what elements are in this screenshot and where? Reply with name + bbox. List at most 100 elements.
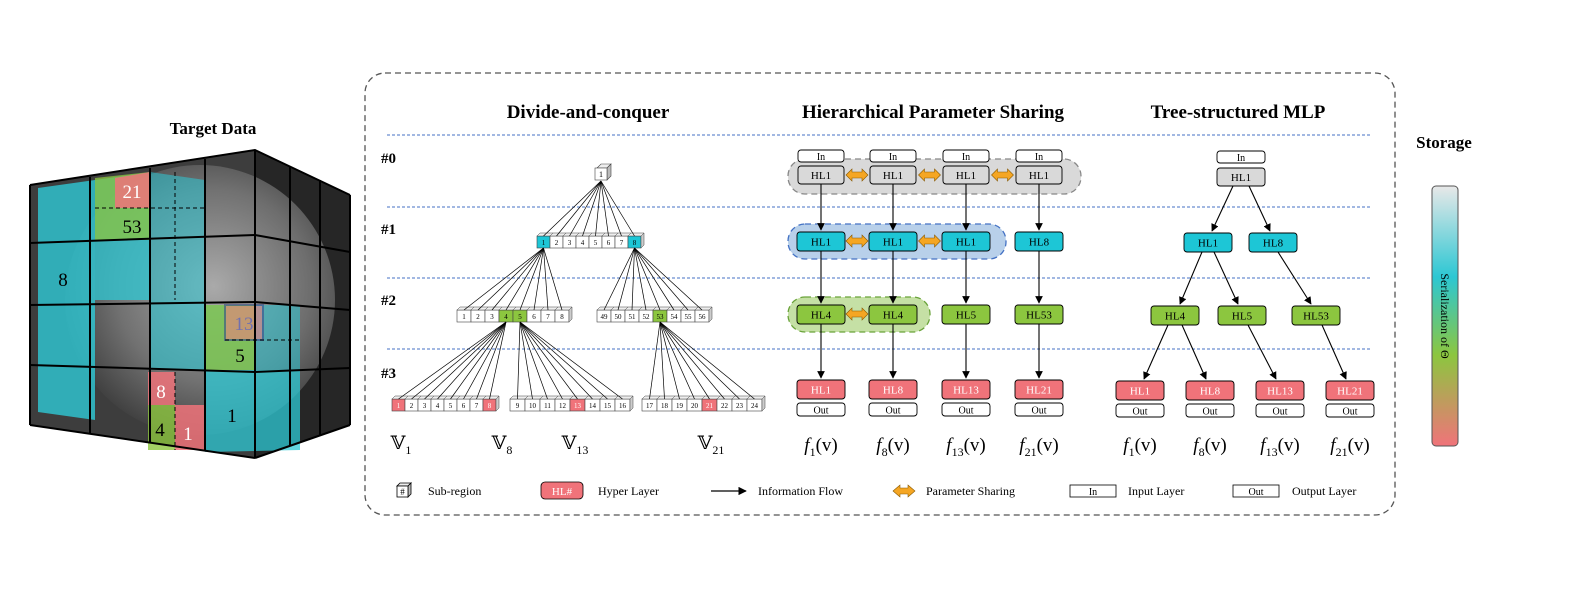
sharing-function-0: f1(v)	[804, 435, 837, 459]
v-label-sub: 21	[712, 443, 724, 457]
tree-l2-1-label: HL5	[1232, 311, 1253, 323]
sharing-l0-2-label: HL1	[956, 170, 976, 182]
level3-a-side	[495, 395, 500, 412]
function-arg: (v)	[1205, 435, 1227, 456]
level-label-0: #0	[381, 151, 396, 167]
param-share-icon	[918, 168, 941, 182]
sharing-input-1-label: In	[889, 152, 897, 163]
sharing-l2-0-label: HL4	[811, 310, 832, 322]
tree-edge	[649, 321, 661, 400]
level3-b-cell-label: 14	[589, 402, 597, 410]
legend-subregion-icon: #	[396, 482, 412, 498]
tree-edge	[463, 321, 507, 400]
legend-input-label: Input Layer	[1128, 484, 1184, 498]
level3-b-cell-label: 10	[529, 402, 537, 410]
level2-right-cell-label: 49	[601, 313, 609, 321]
target-data-title: Target Data	[170, 119, 257, 138]
tree-output-3-label: Out	[1343, 407, 1358, 418]
level1-cell-label: 3	[568, 239, 572, 247]
tree-edge	[634, 247, 647, 311]
function-sub: 8	[1199, 445, 1205, 459]
legend-input-glyph: In	[1089, 487, 1097, 498]
v-label-2: 𝕍13	[561, 433, 589, 457]
tree-l3-1-label: HL8	[1200, 386, 1221, 398]
section-title-sharing: Hierarchical Parameter Sharing	[802, 102, 1065, 123]
cube-label-1-large: 1	[227, 406, 237, 427]
tree-edge	[519, 321, 578, 400]
level-label-1: #1	[381, 222, 396, 238]
level3-c-cell-label: 24	[751, 402, 759, 410]
sharing-l0-1-label: HL1	[883, 170, 903, 182]
param-share-icon	[918, 234, 941, 248]
tree-edge	[519, 247, 544, 311]
tree-edge	[411, 321, 507, 400]
level2-left-cell-label: 8	[560, 313, 564, 321]
tree-edge	[543, 247, 563, 311]
function-sub: 13	[952, 445, 964, 459]
level2-left-cell-label: 4	[504, 313, 508, 321]
tree-edge	[519, 321, 623, 400]
v-label-1: 𝕍8	[491, 433, 513, 457]
tree-edge	[519, 321, 548, 400]
sharing-function-2: f13(v)	[946, 435, 985, 459]
tree-edge	[582, 180, 602, 237]
tree-flow-arrow	[1247, 324, 1277, 380]
tree-edge	[519, 321, 608, 400]
tree-input	[1216, 150, 1266, 164]
legend-output-glyph: Out	[1249, 487, 1264, 498]
param-share-icon	[991, 168, 1014, 182]
level3-b-cell-label: 11	[544, 402, 551, 410]
legend-hyper-icon	[540, 481, 584, 500]
section-title-tree: Tree-structured MLP	[1151, 102, 1326, 123]
sharing-output-1	[868, 402, 918, 417]
sharing-l1-2-label: HL1	[956, 237, 976, 249]
level3-a-cell-label: 5	[449, 402, 453, 410]
tree-output-2	[1255, 403, 1305, 418]
tree-l1-1	[1248, 232, 1298, 253]
function-arg: (v)	[1348, 435, 1370, 456]
function-sub: 8	[882, 445, 888, 459]
sharing-l0-3-label: HL1	[1029, 170, 1049, 182]
tree-function-0: f1(v)	[1123, 435, 1156, 459]
cube-label-5: 5	[235, 346, 245, 367]
function-arg: (v)	[964, 435, 986, 456]
tree-l3-2	[1255, 380, 1305, 401]
param-share-icon	[845, 234, 869, 248]
level3-b-cell-label: 12	[559, 402, 567, 410]
level1-cell-label: 7	[620, 239, 624, 247]
tree-edge	[398, 321, 507, 400]
tree-edge	[556, 180, 602, 237]
legend-flow-label: Information Flow	[758, 484, 843, 498]
tree-l1-0	[1183, 232, 1233, 253]
v-label-sub: 8	[506, 443, 512, 457]
tree-edge	[600, 180, 609, 237]
sharing-input-3-label: In	[1035, 152, 1043, 163]
sharing-l2-2-label: HL5	[956, 310, 977, 322]
tree-function-1: f8(v)	[1193, 435, 1226, 459]
cube-label-4: 4	[155, 420, 165, 441]
level2-left-cell-label: 6	[532, 313, 536, 321]
sharing-output-3	[1014, 402, 1064, 417]
sharing-input-1	[869, 149, 917, 163]
level3-a-cell-label: 6	[462, 402, 466, 410]
tree-edge	[519, 321, 563, 400]
cube-label-8-large: 8	[58, 270, 68, 291]
tree-edge	[569, 180, 602, 237]
level3-c-cell-label: 17	[646, 402, 654, 410]
storage-bar	[1431, 185, 1459, 447]
level3-b-cell-label: 13	[574, 402, 582, 410]
storage-bar-label: Serialization of Θ	[1438, 273, 1452, 359]
function-arg: (v)	[816, 435, 838, 456]
storage-title: Storage	[1416, 133, 1472, 152]
sharing-l0-0-label: HL1	[811, 170, 831, 182]
legend-subregion-glyph: #	[400, 487, 405, 497]
tree-function-3: f21(v)	[1330, 435, 1369, 459]
legend-output-label: Output Layer	[1292, 484, 1356, 498]
level3-c-cell-label: 18	[661, 402, 669, 410]
tree-edge	[634, 247, 689, 311]
function-sub: 13	[1266, 445, 1278, 459]
sharing-l3-2-label: HL13	[953, 385, 979, 397]
tree-edge	[476, 321, 507, 400]
